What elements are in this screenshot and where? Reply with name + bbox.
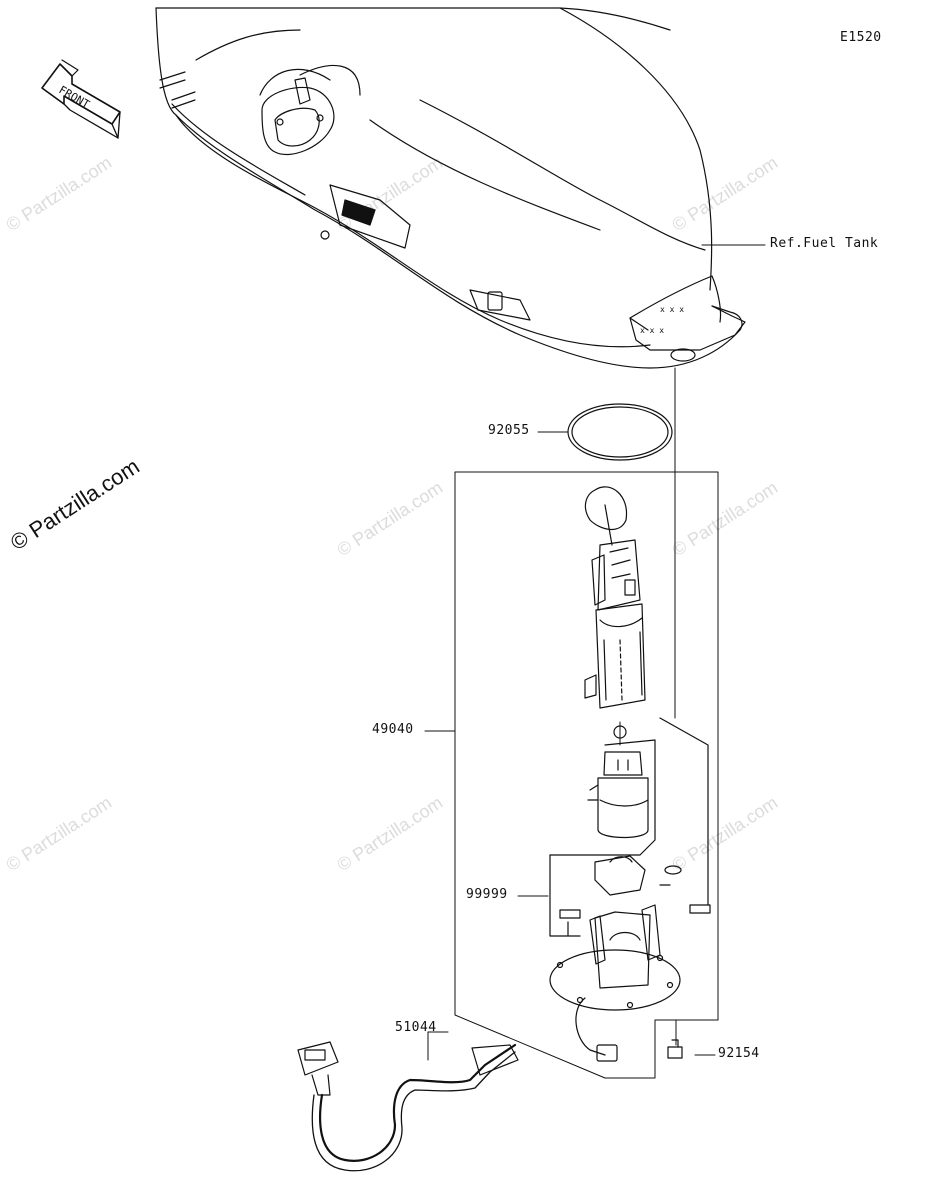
pump-flange-base xyxy=(549,904,681,1062)
wiring-harness xyxy=(297,1041,519,1172)
callout-fuel-tank[interactable]: Ref.Fuel Tank xyxy=(770,236,879,251)
pump-body-upper xyxy=(584,486,646,739)
gasket-o-ring xyxy=(567,403,673,461)
callout-51044[interactable]: 51044 xyxy=(395,1020,437,1035)
filter-regulator xyxy=(549,854,682,937)
front-arrow-icon: FRONT xyxy=(41,59,121,139)
flange-bolt xyxy=(667,1039,683,1059)
diagram-code: E1520 xyxy=(840,30,882,45)
callout-92055[interactable]: 92055 xyxy=(488,423,530,438)
svg-text:x x x: x x x xyxy=(660,305,684,314)
callout-leaders xyxy=(424,244,766,1061)
callout-99999[interactable]: 99999 xyxy=(466,887,508,902)
svg-text:x x x: x x x xyxy=(640,326,664,335)
mount-screws xyxy=(559,717,711,936)
callout-49040[interactable]: 49040 xyxy=(372,722,414,737)
fuel-pump-motor xyxy=(549,739,656,856)
assembly-bracket xyxy=(454,471,719,1079)
callout-92154[interactable]: 92154 xyxy=(718,1046,760,1061)
fuel-tank-drawing: x x x x x x xyxy=(155,7,746,369)
